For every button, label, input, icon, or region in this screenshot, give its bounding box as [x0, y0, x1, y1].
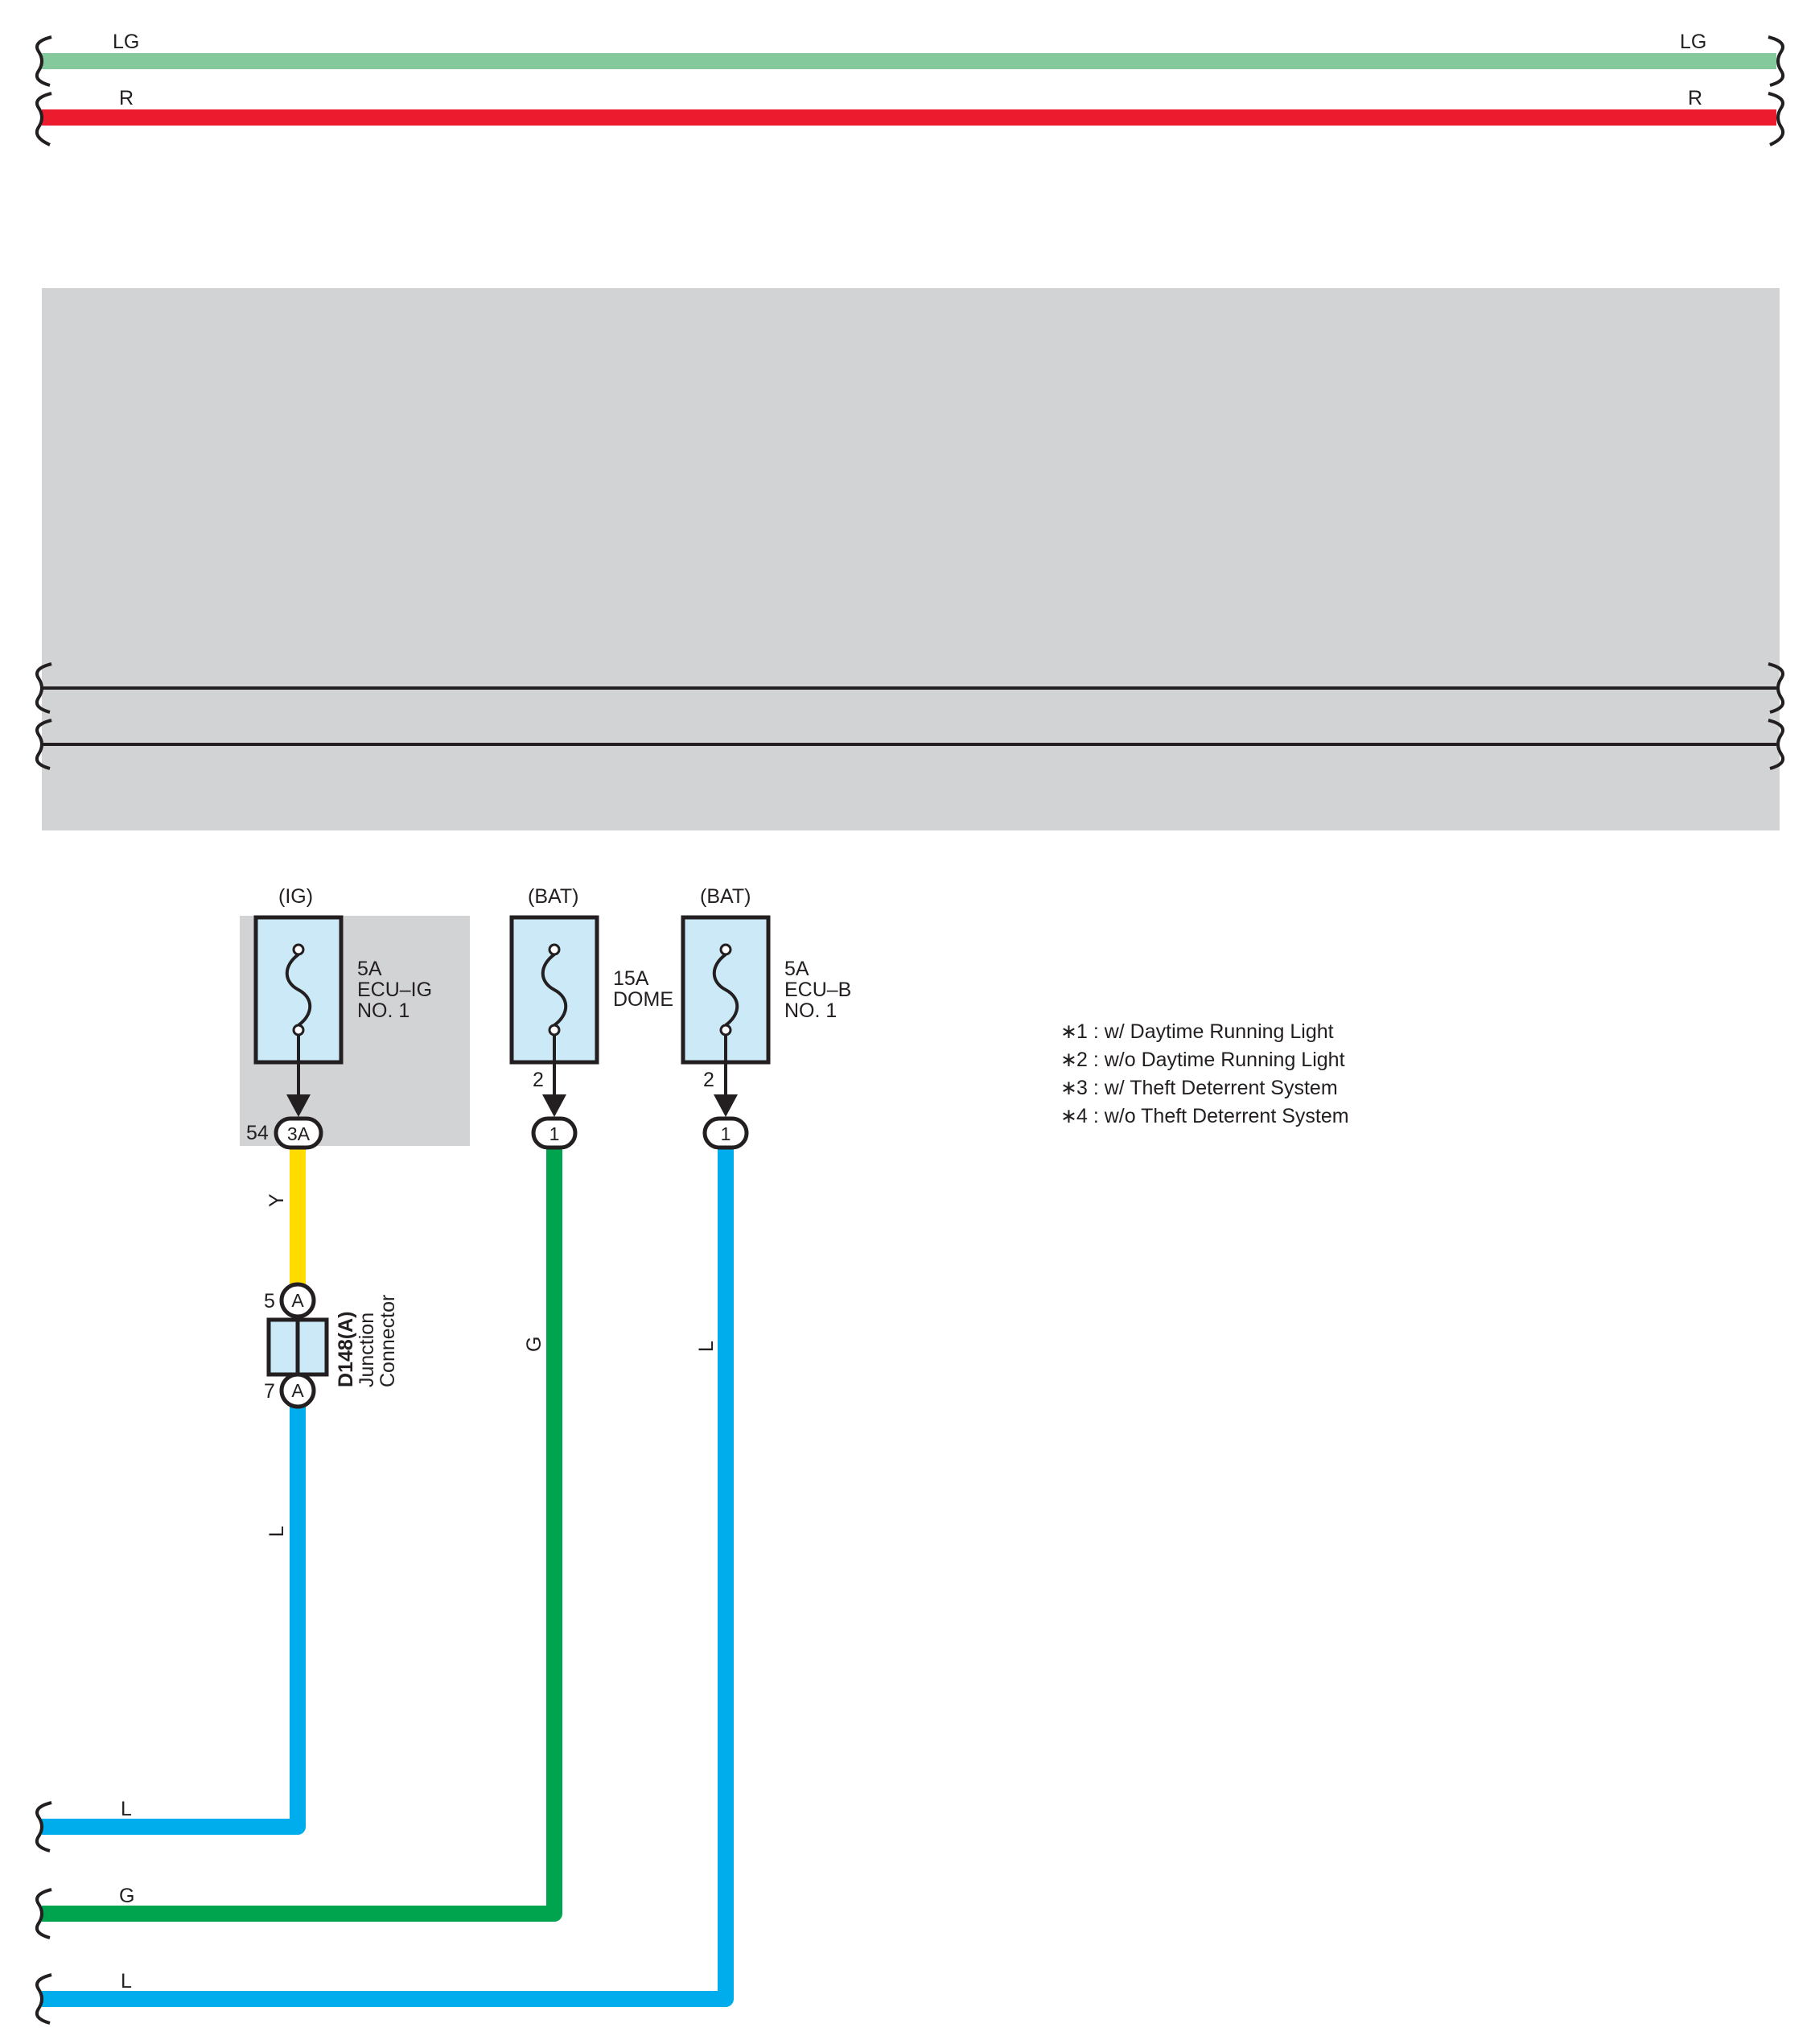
fuse-1-name-line1: ECU–IG: [357, 979, 432, 1001]
junction-connector-d148: A 5 A 7 D148(A) Junction Connector: [264, 1282, 399, 1409]
fuse-ecu-ig-no1: (IG) 5A ECU–IG NO. 1 3A 54: [246, 885, 432, 1150]
top-wire-lg: LG LG: [35, 31, 1785, 87]
wire-label-r-right: R: [1688, 87, 1702, 109]
junction-line2: Connector: [377, 1295, 399, 1387]
fuse-1-connector: 3A: [287, 1123, 311, 1144]
fuse-3-name-line1: ECU–B: [784, 979, 851, 1001]
wire-label-blue-left: L: [265, 1526, 288, 1537]
fuse-2-name-line1: DOME: [613, 988, 673, 1011]
bottom-wire-2-bracket: [35, 1888, 52, 1939]
bottom-wire-label-2: G: [119, 1885, 134, 1907]
notes-legend: ∗ 1 : w/ Daytime Running Light ∗ 2 : w/o…: [1060, 1020, 1349, 1127]
fuse-3-source: (BAT): [700, 885, 751, 908]
bottom-wire-label-3: L: [121, 1970, 132, 1992]
fuse-1-source: (IG): [278, 885, 313, 908]
junction-id: D148(A): [335, 1312, 357, 1387]
fuse-2-source: (BAT): [528, 885, 578, 908]
fuse-2-pin: 2: [533, 1069, 544, 1091]
bottom-wire-label-1: L: [121, 1798, 132, 1820]
note-1: 1 : w/ Daytime Running Light: [1076, 1020, 1334, 1043]
fuse-1-pin: 54: [246, 1122, 269, 1144]
note-2: 2 : w/o Daytime Running Light: [1076, 1049, 1345, 1071]
top-wire-r: R R: [35, 87, 1785, 146]
wire-label-r-left: R: [119, 87, 134, 109]
bottom-wire-1-bracket: [35, 1801, 52, 1852]
junction-pin-bottom: 7: [264, 1380, 275, 1403]
fuse-3-name-line2: NO. 1: [784, 999, 837, 1022]
junction-pin-top: 5: [264, 1290, 275, 1313]
fuse-1-name-line2: NO. 1: [357, 999, 410, 1022]
wire-label-y: Y: [265, 1193, 288, 1207]
bottom-wire-3-bracket: [35, 1973, 52, 2025]
junction-line1: Junction: [356, 1313, 378, 1387]
fuse-2-connector: 1: [549, 1123, 560, 1144]
fuse-3-pin: 2: [703, 1069, 714, 1091]
note-4: 4 : w/o Theft Deterrent System: [1076, 1105, 1349, 1127]
note-1-star: ∗: [1060, 1020, 1077, 1043]
fuse-1-rating: 5A: [357, 958, 382, 980]
wire-blue-left: [42, 1400, 306, 1835]
note-2-star: ∗: [1060, 1049, 1077, 1071]
wire-label-g: G: [523, 1337, 545, 1352]
junction-conn-top: A: [291, 1290, 304, 1311]
fuse-2-rating: 15A: [613, 967, 649, 990]
wire-label-lg-left: LG: [113, 31, 139, 53]
note-3-star: ∗: [1060, 1077, 1077, 1099]
fuse-3-connector: 1: [721, 1123, 731, 1144]
fuse-3-rating: 5A: [784, 958, 809, 980]
gray-panel: [35, 288, 1785, 830]
junction-conn-bottom: A: [291, 1380, 304, 1401]
wire-label-lg-right: LG: [1680, 31, 1706, 53]
note-4-star: ∗: [1060, 1105, 1077, 1127]
note-3: 3 : w/ Theft Deterrent System: [1076, 1077, 1338, 1099]
fuse-ecu-b-no1: (BAT) 5A ECU–B NO. 1 1 2: [681, 885, 851, 1150]
wire-label-blue-right: L: [695, 1341, 718, 1352]
fuse-dome: (BAT) 15A DOME 1 2: [509, 885, 673, 1150]
wire-blue-right: [42, 1141, 734, 2007]
wire-green: [42, 1141, 562, 1922]
